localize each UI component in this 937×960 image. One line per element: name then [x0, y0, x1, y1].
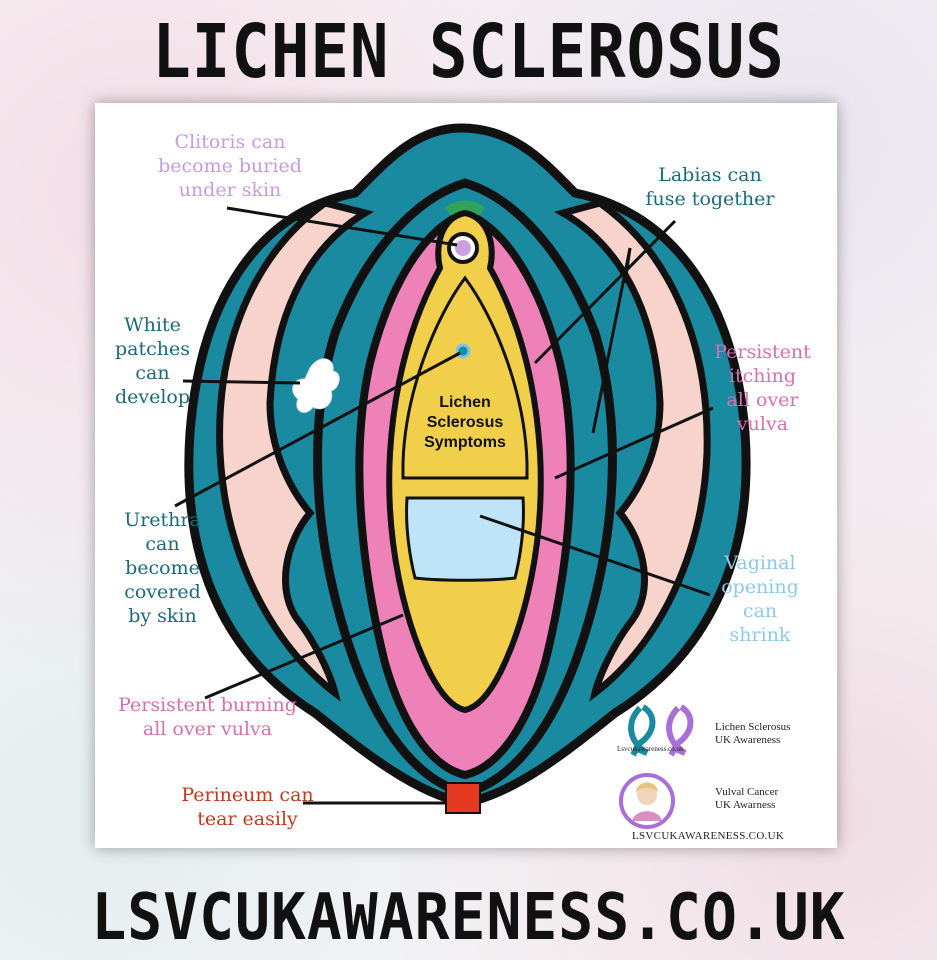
small-url: LSVCUKAWARENESS.CO.UK [632, 830, 785, 842]
ribbon-caption: Lsvcukawareness.co.uk [617, 745, 684, 753]
label-perineum: Perineum can tear easily [181, 784, 314, 830]
label-labias: Labias can fuse together [645, 164, 775, 210]
label-burning: Persistent burning all over vulva [118, 694, 297, 740]
avatar [619, 773, 675, 829]
label-urethra: Urethra can become covered by skin [124, 509, 201, 627]
org-vulval: Vulval Cancer UK Awarness [715, 786, 779, 811]
white-patches [292, 358, 340, 413]
outer-labia-right [553, 199, 711, 702]
label-itching: Persistent itching all over vulva [714, 341, 811, 435]
clitoral-hood [445, 200, 485, 215]
perineum [445, 782, 481, 814]
diagram-panel: Lichen Sclerosus Symptoms Clitoris can b… [95, 103, 837, 848]
label-white-patches: White patches can develop [114, 314, 191, 408]
label-vaginal: Vaginal opening can shrink [721, 552, 799, 646]
urethral-area [401, 275, 529, 480]
outer-labia-left [216, 199, 375, 702]
footer-url: LSVCUKAWARENESS.CO.UK [91, 879, 846, 955]
ribbon-icon [628, 704, 694, 757]
anatomy-diagram [174, 123, 751, 829]
org-lichen: Lichen Sclerosus UK Awareness [715, 721, 791, 746]
vaginal-opening [405, 496, 525, 582]
page-title: LICHEN SCLEROSUS [152, 10, 785, 96]
label-clitoris: Clitoris can become buried under skin [158, 131, 302, 201]
center-label: Lichen Sclerosus Symptoms [424, 394, 506, 451]
